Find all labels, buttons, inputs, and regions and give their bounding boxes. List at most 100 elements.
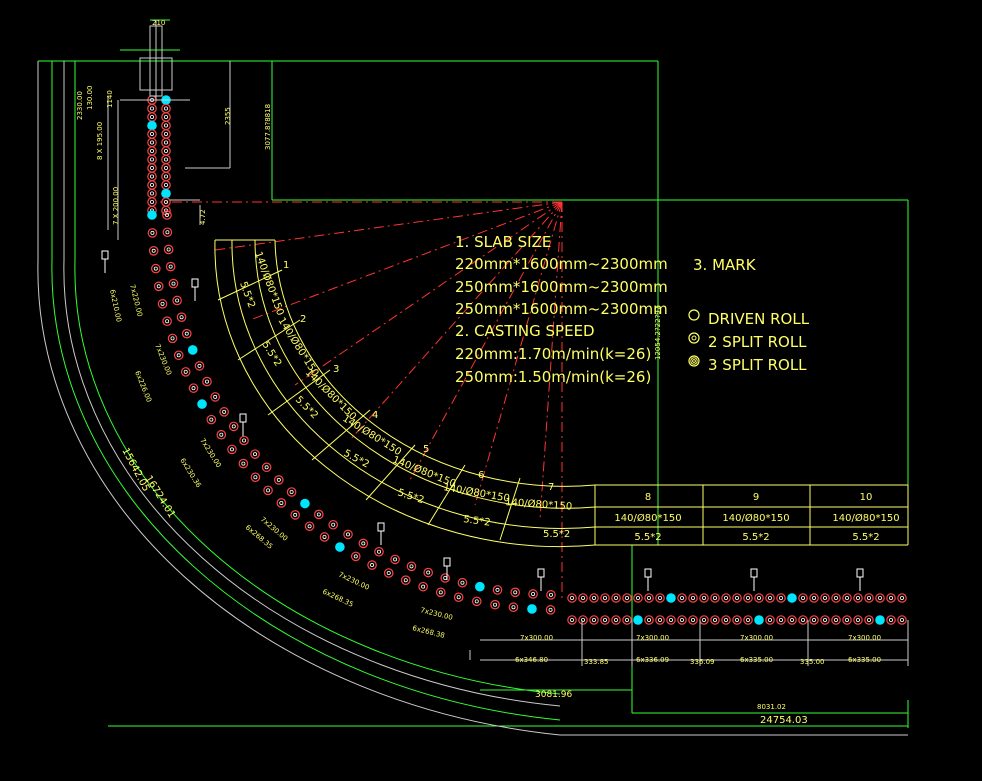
segment-pitch: 5.5*2 <box>342 448 371 471</box>
segment-number: 2 <box>300 314 306 325</box>
roll <box>228 421 239 432</box>
roll <box>688 593 698 603</box>
segment-number: 6 <box>478 470 484 481</box>
roll <box>147 146 157 156</box>
roll <box>163 244 174 255</box>
dim-overall-h: 8031.02 <box>757 703 786 711</box>
dim-mold: 2355 <box>224 107 232 125</box>
roll <box>176 312 187 322</box>
roll <box>343 529 353 540</box>
roll <box>161 137 171 148</box>
split3-roll-icon-inner <box>692 359 696 363</box>
roll <box>210 392 220 402</box>
roll <box>666 593 676 603</box>
segment-roll-spec: 140/Ø80*150 <box>275 315 321 378</box>
roll <box>206 414 217 425</box>
roll <box>162 316 172 327</box>
roll <box>147 171 157 182</box>
roll <box>471 596 482 607</box>
segment-number: 1 <box>283 260 289 271</box>
segment-roll-spec: 140/Ø80*150 <box>614 512 681 524</box>
dim-h1: 1140 <box>106 90 114 108</box>
dim-c14: 7x300.00 <box>520 634 553 642</box>
roll <box>290 510 300 520</box>
casting-speed-1: 220mm:1.70m/min(k=26) <box>455 345 651 363</box>
roll <box>853 615 863 625</box>
roll <box>418 581 428 592</box>
roll <box>600 615 610 625</box>
roll <box>809 615 819 625</box>
roll <box>147 210 157 220</box>
roll <box>633 593 643 603</box>
roll <box>181 328 192 339</box>
segment-roll-spec: 140/Ø80*150 <box>505 496 573 513</box>
roll <box>390 554 400 565</box>
roll <box>666 615 676 625</box>
roll <box>161 103 171 114</box>
segment-roll-spec: 140/Ø80*150 <box>252 250 286 317</box>
dim-total: 24754.03 <box>760 715 808 726</box>
roll <box>161 120 171 131</box>
roll <box>490 599 500 610</box>
segment-number: 3 <box>333 364 339 375</box>
roll <box>578 593 588 603</box>
roll <box>644 615 654 625</box>
dim-h3: 130.00 <box>86 86 94 111</box>
roll <box>743 615 753 625</box>
roll <box>153 281 164 292</box>
mold-structure <box>120 20 190 101</box>
roll <box>633 615 643 625</box>
roll-chain <box>147 95 907 625</box>
roll <box>194 361 205 371</box>
dim-c18: 7x300.00 <box>740 634 773 642</box>
legend-title: 3. MARK <box>693 256 757 274</box>
roll <box>699 615 709 625</box>
split2-roll-icon <box>688 332 700 344</box>
roll <box>300 498 310 509</box>
roll <box>528 589 538 599</box>
roll <box>688 615 698 625</box>
roll <box>383 568 394 578</box>
roll <box>743 593 753 603</box>
roll <box>374 546 384 557</box>
roll <box>578 615 588 625</box>
dim-c3: 6x226.00 <box>133 370 153 404</box>
roll <box>304 521 315 532</box>
roll <box>274 475 284 485</box>
dim-v1: 8 X 195.00 <box>96 122 104 160</box>
dim-c19: 6x335.00 <box>848 656 881 664</box>
marker-box <box>377 522 385 532</box>
dim-c13: 6x346.80 <box>515 656 548 664</box>
legend-block: 3. MARK DRIVEN ROLL 2 SPLIT ROLL 3 SPLIT… <box>688 256 810 374</box>
dim-c6: 7x230.00 <box>198 437 222 469</box>
roll <box>842 593 852 603</box>
roll <box>546 590 556 600</box>
legend-driven: DRIVEN ROLL <box>708 310 810 328</box>
roll <box>776 615 786 625</box>
roll <box>475 581 485 592</box>
roll <box>600 593 610 603</box>
segment-bands <box>214 239 909 548</box>
roll <box>147 112 157 122</box>
roll <box>147 188 157 199</box>
roll <box>162 227 173 238</box>
roll <box>161 171 171 182</box>
roll <box>510 587 521 598</box>
segment-number: 10 <box>860 492 873 503</box>
segment-pitch: 5.5*2 <box>634 532 661 543</box>
roll <box>161 154 171 165</box>
dim-k1: 4.72 <box>199 209 207 225</box>
roll <box>423 567 433 578</box>
roll <box>721 615 731 625</box>
roll <box>167 333 178 344</box>
roll <box>611 615 621 625</box>
roll <box>165 261 176 272</box>
roll <box>173 350 184 361</box>
roll <box>492 585 503 595</box>
roll <box>567 593 577 603</box>
roll <box>335 542 345 552</box>
roll <box>367 560 377 570</box>
roll <box>765 593 775 603</box>
roll <box>147 163 157 173</box>
